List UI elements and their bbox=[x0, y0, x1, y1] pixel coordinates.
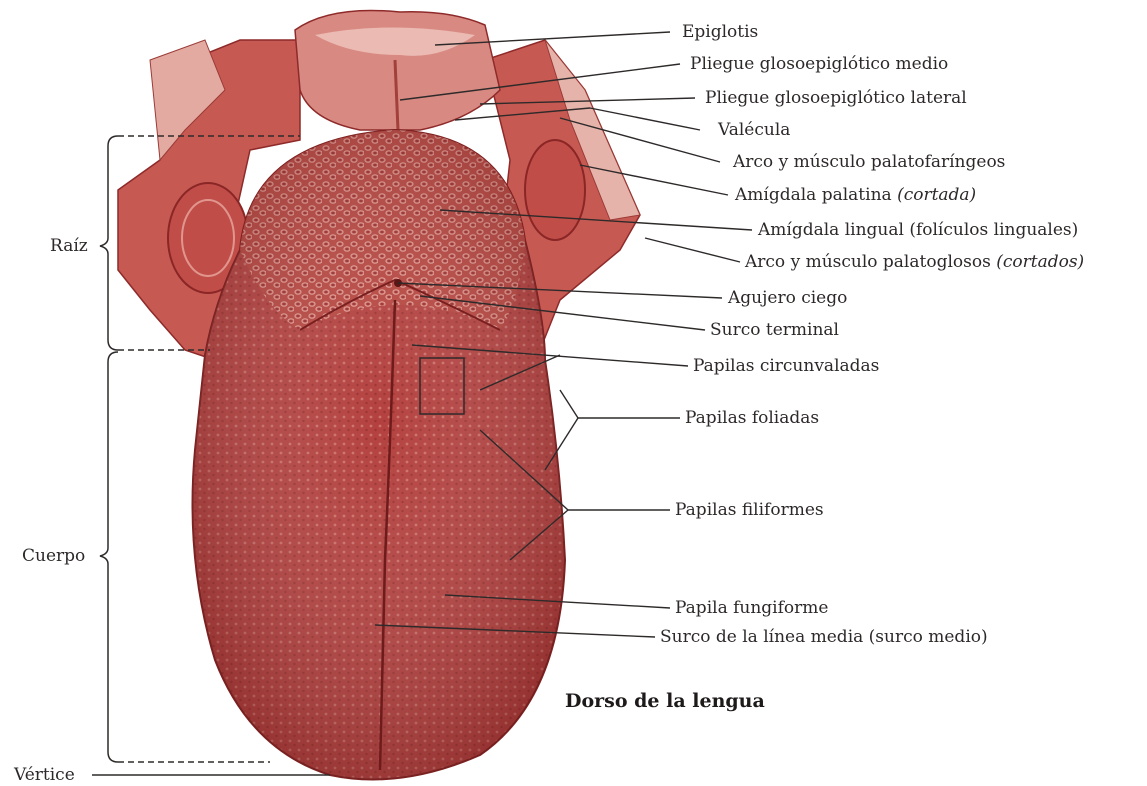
label-amigdala-lingual: Amígdala lingual (folículos linguales) bbox=[758, 220, 1078, 240]
region-raiz: Raíz bbox=[50, 236, 88, 256]
region-vertice: Vértice bbox=[14, 765, 75, 785]
label-pliegue-medio: Pliegue glosoepiglótico medio bbox=[690, 54, 948, 74]
label-epiglotis: Epiglotis bbox=[682, 22, 758, 42]
label-papila-fungiforme: Papila fungiforme bbox=[675, 598, 828, 618]
label-agujero-ciego: Agujero ciego bbox=[728, 288, 847, 308]
label-papilas-circunvaladas: Papilas circunvaladas bbox=[693, 356, 879, 376]
arco-palatoglosos-text: Arco y músculo palatoglosos bbox=[745, 252, 991, 272]
arco-palatoglosos-note: (cortados) bbox=[996, 252, 1084, 272]
label-amigdala-palatina: Amígdala palatina (cortada) bbox=[735, 185, 976, 205]
figure-title: Dorso de la lengua bbox=[565, 690, 765, 712]
label-arco-palatofaringeos: Arco y músculo palatofaríngeos bbox=[733, 152, 1005, 172]
label-arco-palatoglosos: Arco y músculo palatoglosos (cortados) bbox=[745, 252, 1084, 272]
region-cuerpo: Cuerpo bbox=[22, 546, 85, 566]
label-pliegue-lateral: Pliegue glosoepiglótico lateral bbox=[705, 88, 967, 108]
amigdala-palatina-note: (cortada) bbox=[897, 185, 976, 205]
label-papilas-filiformes: Papilas filiformes bbox=[675, 500, 824, 520]
label-surco-medio: Surco de la línea media (surco medio) bbox=[660, 627, 988, 647]
label-papilas-foliadas: Papilas foliadas bbox=[685, 408, 819, 428]
label-surco-terminal: Surco terminal bbox=[710, 320, 839, 340]
amigdala-palatina-text: Amígdala palatina bbox=[735, 185, 892, 205]
right-palatine-tonsil bbox=[525, 140, 585, 240]
label-valecula: Valécula bbox=[718, 120, 790, 140]
